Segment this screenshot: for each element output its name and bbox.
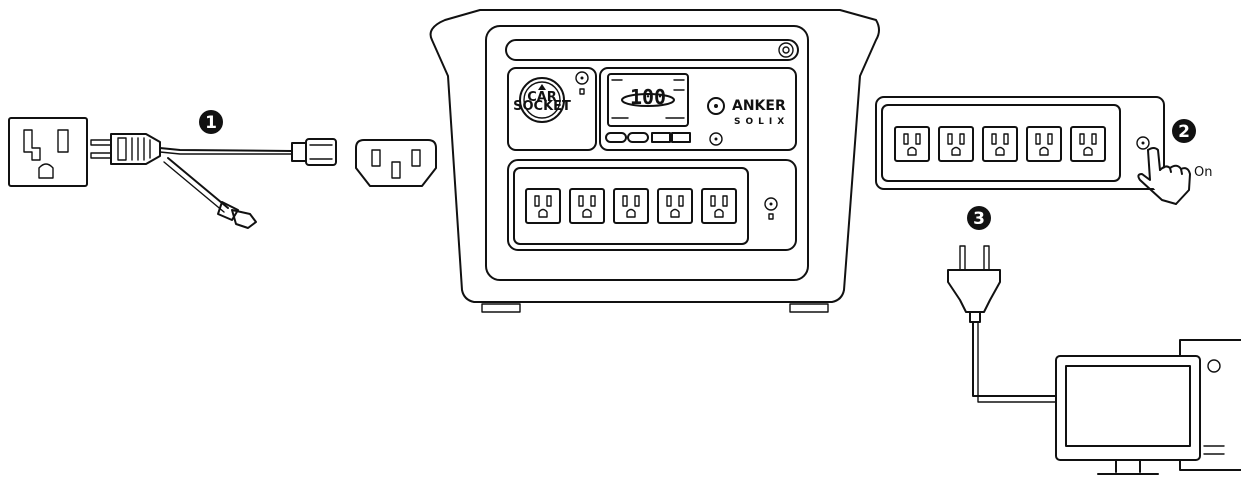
c13-inlet-icon	[355, 139, 437, 187]
ac-outlet-icon	[657, 188, 693, 224]
power-strip-icon	[875, 96, 1165, 190]
brand-sub-name: SOLIX	[734, 117, 789, 127]
car-socket-label-line1: CAR	[527, 90, 557, 105]
light-button-icon	[778, 42, 794, 58]
usb-a-port-1	[651, 132, 671, 143]
power-button-icon	[707, 97, 725, 115]
lcd-display: 100	[607, 73, 689, 127]
usb-c-port-2	[627, 132, 649, 143]
power-station-icon: CAR SOCKET 100	[429, 9, 880, 313]
power-cable-icon	[90, 133, 337, 229]
car-socket-label-line2: SOCKET	[513, 99, 571, 114]
wall-outlet-icon	[8, 117, 88, 187]
step-2-badge: 2	[1172, 119, 1196, 143]
ac-outlets	[525, 188, 737, 224]
step-2-number: 2	[1178, 122, 1190, 142]
ac-outlet-panel	[507, 159, 797, 251]
step-1-badge: 1	[199, 110, 223, 134]
step-1-number: 1	[205, 113, 217, 133]
step-3-badge: 3	[967, 206, 991, 230]
ac-outlet-icon	[525, 188, 561, 224]
switch-on-label: On	[1194, 165, 1212, 180]
iot-button-icon	[709, 132, 723, 146]
desktop-computer-icon	[1055, 339, 1241, 475]
ac-button-icon	[764, 197, 778, 220]
strip-outlet-icon	[938, 126, 974, 162]
strip-outlet-icon	[1026, 126, 1062, 162]
pressing-hand-icon	[1137, 147, 1191, 205]
car-socket: CAR SOCKET	[507, 67, 597, 151]
strip-outlet-icon	[1070, 126, 1106, 162]
control-panel: 100	[599, 67, 797, 151]
plug-icon	[947, 245, 1056, 403]
usb-a-port-2	[671, 132, 691, 143]
step-3-number: 3	[973, 209, 985, 229]
power-strip-outlets	[894, 126, 1106, 162]
usb-c-port-1	[605, 132, 627, 143]
ac-outlet-icon	[569, 188, 605, 224]
strip-outlet-icon	[894, 126, 930, 162]
ac-outlet-icon	[701, 188, 737, 224]
strip-outlet-icon	[982, 126, 1018, 162]
power-strip-switch-icon	[1136, 136, 1150, 150]
brand-name: ANKER	[732, 98, 786, 114]
ac-outlet-icon	[613, 188, 649, 224]
